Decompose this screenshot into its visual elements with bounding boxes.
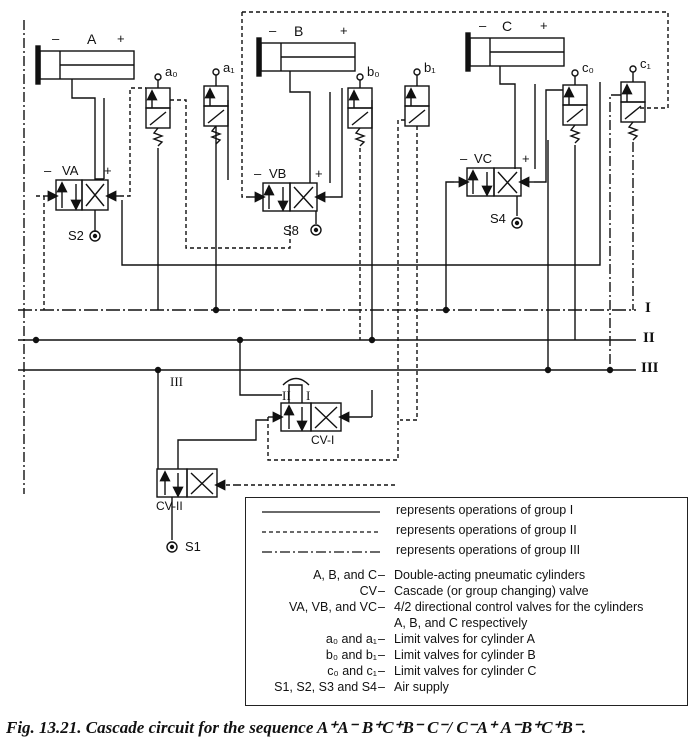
valve-vc <box>454 167 534 229</box>
vc-minus: – <box>460 151 468 166</box>
legend-group-ii: represents operations of group II <box>396 523 577 537</box>
valve-vb <box>250 182 330 236</box>
legend-group-iii: represents operations of group III <box>396 543 581 557</box>
limit-valve-c1 <box>620 65 646 141</box>
bus-iii-label: III <box>641 360 659 376</box>
supply-s8-label: S8 <box>283 223 299 238</box>
vb-minus: – <box>254 166 262 181</box>
cv2-port-iii: III <box>170 374 183 389</box>
cascade-valve-cv1 <box>239 340 399 461</box>
legend-group-i: represents operations of group I <box>396 503 574 517</box>
cyl-b-minus: – <box>269 23 277 38</box>
cyl-b-plus: + <box>340 23 348 38</box>
limit-valve-b0 <box>347 73 373 147</box>
bus-ii-label: II <box>643 330 655 346</box>
cylinder-b <box>256 37 356 77</box>
supply-s2-label: S2 <box>68 228 84 243</box>
label-a1: a₁ <box>223 60 235 75</box>
cv1-port-ii: II <box>282 388 291 403</box>
cv1-label: CV-I <box>311 433 335 447</box>
vb-plus: + <box>315 166 323 181</box>
cylinder-a <box>35 45 135 85</box>
cv1-port-i: I <box>306 388 311 403</box>
label-c0: c₀ <box>582 60 594 75</box>
legend-box: represents operations of group I represe… <box>245 497 688 706</box>
cylinder-c <box>465 32 565 72</box>
cyl-b-label: B <box>294 23 304 39</box>
valve-vc-label: VC <box>474 151 493 166</box>
valve-vb-label: VB <box>269 166 287 181</box>
cyl-a-plus: + <box>117 31 125 46</box>
limit-valve-a0 <box>145 73 171 147</box>
cyl-a-label: A <box>87 31 97 47</box>
vc-plus: + <box>522 151 530 166</box>
valve-va <box>44 179 120 242</box>
va-plus: + <box>104 163 112 178</box>
label-b1: b₁ <box>424 60 436 75</box>
va-minus: – <box>44 163 52 178</box>
label-a0: a₀ <box>165 64 178 79</box>
cyl-c-label: C <box>502 18 513 34</box>
cv2-label: CV-II <box>156 499 183 513</box>
limit-valve-c0 <box>562 69 588 144</box>
cyl-a-minus: – <box>52 31 60 46</box>
valve-va-label: VA <box>62 163 79 178</box>
group-ii-top-loop <box>242 11 669 109</box>
bus-i-label: I <box>645 300 651 316</box>
cyl-c-minus: – <box>479 18 487 33</box>
label-b0: b₀ <box>367 64 380 79</box>
figure-caption: Fig. 13.21. Cascade circuit for the sequ… <box>6 718 587 737</box>
supply-s1-label: S1 <box>185 539 201 554</box>
cyl-c-plus: + <box>540 18 548 33</box>
cascade-valve-cv2 <box>156 370 398 553</box>
supply-s4-label: S4 <box>490 211 506 226</box>
limit-valve-b1 <box>404 68 430 127</box>
label-c1: c₁ <box>640 56 651 71</box>
